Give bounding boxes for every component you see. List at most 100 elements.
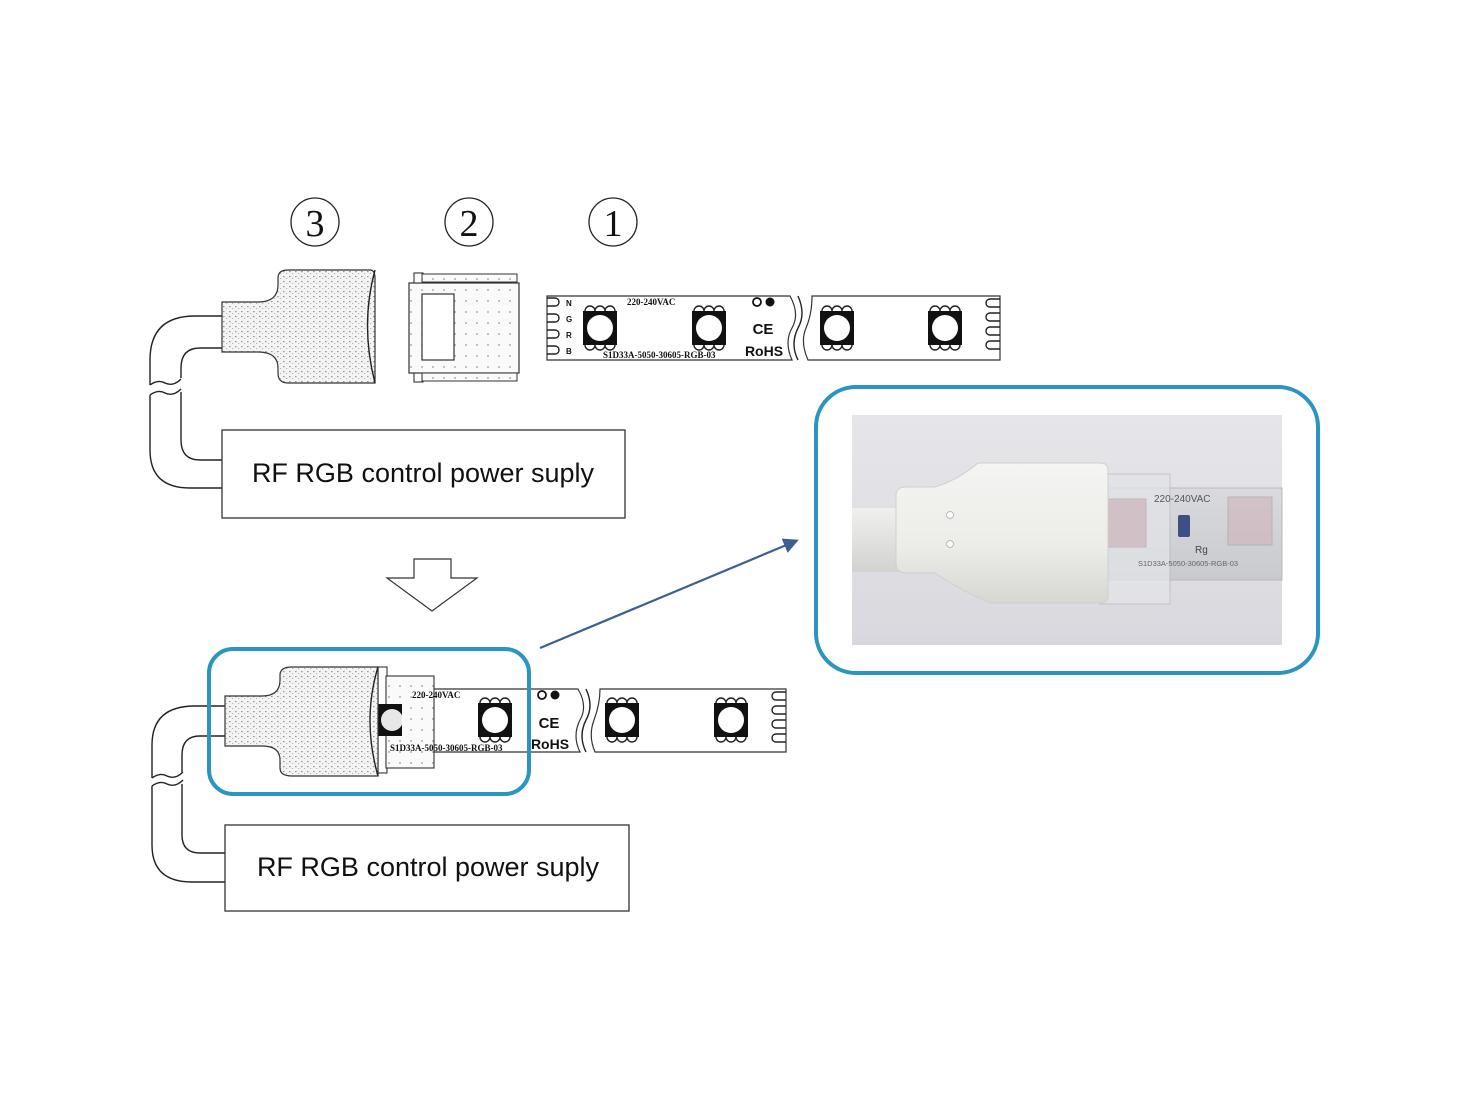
pin-pad — [771, 733, 786, 743]
power-supply-frame — [221, 429, 626, 519]
strip-pin-pads-right — [771, 691, 786, 743]
rohs-mark: RoHS — [531, 736, 569, 752]
led-chip — [378, 704, 403, 736]
pin-pad — [985, 326, 1000, 336]
power-supply-box-bottom: RF RGB control power suply — [224, 824, 630, 912]
led-lens — [696, 315, 722, 341]
down-arrow-icon — [385, 558, 479, 612]
pin-pad — [547, 329, 560, 339]
top-cable — [149, 315, 222, 489]
led-pads — [929, 305, 961, 351]
assembled-connector-clip: 220-240VAC S1D33A-5050-30605-RGB-03 — [377, 666, 503, 774]
cable-outer-line — [149, 315, 222, 385]
step-number-3: 3 — [290, 197, 340, 247]
led-chip — [928, 305, 962, 351]
cable-break-mark — [149, 378, 182, 386]
led-lens — [609, 707, 635, 733]
led-pads — [821, 305, 853, 351]
ce-mark: CE — [539, 715, 560, 732]
photo-resistor-label: Rg — [1195, 545, 1208, 556]
end-plug-component — [221, 269, 376, 384]
polarity-dot-open — [752, 297, 762, 307]
ce-mark: CE — [753, 321, 774, 338]
photo-resistor — [1178, 515, 1190, 537]
cable-outer-line — [151, 786, 225, 883]
step-circle — [290, 197, 340, 247]
step-number-1: 1 — [588, 197, 638, 247]
strip-voltage-label: 220-240VAC — [627, 297, 675, 307]
power-supply-label: RF RGB control power suply — [257, 852, 600, 882]
step-label: 1 — [604, 203, 623, 245]
clip-bottom-rail — [421, 372, 518, 382]
plug-body — [224, 666, 379, 777]
zoom-pointer-arrow — [539, 538, 799, 650]
led-lens — [381, 709, 403, 731]
led-pads — [479, 697, 511, 743]
plug-edge — [369, 666, 379, 777]
strip-cut-line — [581, 688, 591, 753]
cable-outer-line — [151, 705, 225, 778]
step-circle — [588, 197, 638, 247]
led-lens — [587, 315, 613, 341]
led-pads — [715, 697, 747, 743]
pin-pad — [547, 313, 560, 323]
clip-top-rail — [421, 273, 518, 283]
led-chip — [820, 305, 854, 351]
pin-label-b: B — [566, 347, 572, 356]
step-circle — [444, 197, 494, 247]
assembled-end-plug — [224, 666, 379, 777]
led-pads — [606, 697, 638, 743]
polarity-dot-open — [537, 690, 547, 700]
step-label: 3 — [306, 203, 325, 245]
photo-inset: 220-240VAC Rg S1D33A-5050-30605-RGB-03 — [814, 385, 1320, 675]
power-supply-box-top: RF RGB control power suply — [221, 429, 626, 519]
bottom-cable — [151, 705, 225, 883]
photo-part-number: S1D33A-5050-30605-RGB-03 — [1138, 559, 1238, 568]
polarity-dot-filled — [550, 690, 560, 700]
strip-cut-line — [793, 295, 803, 361]
cable-inner-line — [180, 392, 222, 461]
photo-plug-hole — [946, 540, 954, 548]
pin-pad — [985, 312, 1000, 322]
cable-inner-line — [181, 784, 225, 854]
led-chip — [605, 697, 639, 743]
strip-voltage-label: 220-240VAC — [412, 690, 460, 700]
cable-break-mark — [151, 779, 184, 787]
led-chip — [478, 697, 512, 743]
led-lens — [482, 707, 508, 733]
pin-pad — [985, 298, 1000, 308]
photo-led-chip — [1227, 496, 1273, 546]
led-chip — [583, 305, 617, 351]
pin-pad — [771, 691, 786, 701]
cable-inner-line — [180, 347, 222, 378]
strip-part-number: S1D33A-5050-30605-RGB-03 — [603, 350, 716, 360]
led-strip-component: N G R B 220-240VAC S1D33A-5050-30605-RGB… — [546, 295, 1001, 361]
rohs-mark: RoHS — [745, 343, 783, 359]
photo-cable — [852, 508, 902, 572]
cable-break-mark — [151, 771, 184, 779]
power-supply-label: RF RGB control power suply — [252, 458, 595, 488]
pin-pad — [771, 719, 786, 729]
clip-window — [421, 293, 455, 361]
pin-label-n: N — [566, 299, 572, 308]
plug-body — [221, 269, 376, 384]
led-chip — [714, 697, 748, 743]
photo-led-chip — [1107, 498, 1147, 548]
cable-inner-line — [181, 735, 225, 772]
pin-pad — [547, 345, 560, 355]
pin-pad — [547, 297, 560, 307]
photo-plug — [895, 462, 1109, 604]
photo-plug-hole — [946, 511, 954, 519]
pin-label-g: G — [566, 315, 572, 324]
pin-pad — [771, 705, 786, 715]
cable-outer-line — [149, 395, 222, 489]
connector-clip-component — [408, 272, 520, 383]
led-lens — [718, 707, 744, 733]
power-supply-frame — [224, 824, 630, 912]
pin-pad — [985, 340, 1000, 350]
step-number-2: 2 — [444, 197, 494, 247]
highlight-frame — [207, 647, 531, 796]
led-lens — [824, 315, 850, 341]
strip-pin-pads: N G R B — [547, 297, 572, 356]
